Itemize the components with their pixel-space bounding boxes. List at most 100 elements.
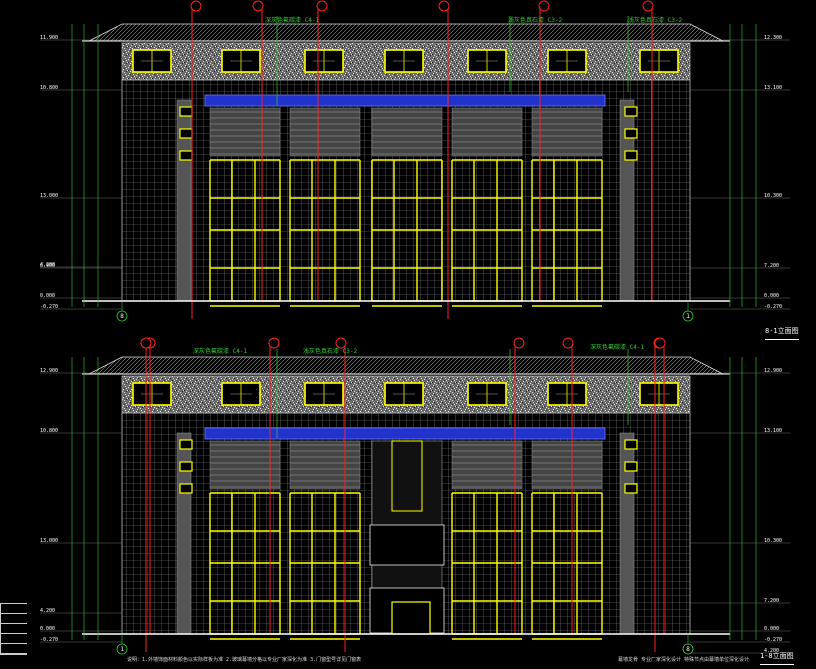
legend-row	[1, 624, 27, 634]
leader-line	[316, 0, 328, 301]
curtain-wall-bay	[289, 107, 361, 307]
parapet-window	[547, 49, 587, 73]
parapet-window	[132, 382, 172, 406]
level-mark-left: 0.000	[40, 626, 55, 632]
parapet-window	[221, 49, 261, 73]
legend-row	[1, 634, 27, 644]
side-window	[624, 483, 638, 494]
svg-text:1: 1	[686, 313, 690, 320]
entrance-core	[369, 440, 445, 635]
side-window	[179, 106, 193, 117]
level-mark-right: 4.200	[764, 648, 779, 654]
side-window	[179, 439, 193, 450]
lower-view-title: 1-8立面图	[760, 651, 794, 665]
cornice-band	[204, 427, 606, 440]
side-window	[624, 150, 638, 161]
level-mark-right: 7.200	[764, 263, 779, 269]
parapet-window	[221, 382, 261, 406]
curtain-wall-bay	[209, 107, 281, 307]
legend-row	[1, 614, 27, 624]
svg-text:1: 1	[120, 646, 124, 653]
leader-line	[140, 337, 152, 634]
lower-note-3: 深灰色氟碳漆 C4-1	[590, 344, 645, 351]
svg-text:8: 8	[686, 646, 690, 653]
level-mark-left: -0.270	[40, 637, 58, 643]
legend-table	[0, 603, 27, 655]
side-window	[179, 483, 193, 494]
legend-row	[1, 604, 27, 614]
curtain-wall-bay	[531, 440, 603, 640]
parapet-window	[467, 382, 507, 406]
leader-line	[513, 337, 525, 634]
lower-note-2: 浅灰色真石漆 C3-2	[303, 348, 358, 355]
lower-note-1: 深灰色氟碳漆 C4-1	[193, 348, 248, 355]
side-window	[179, 150, 193, 161]
lower-bottom-notes: 说明：1.外墙饰面材料颜色以实际样板为准 2.玻璃幕墙分格以专业厂家深化为准 3…	[127, 657, 362, 663]
side-window	[624, 128, 638, 139]
svg-text:8: 8	[120, 313, 124, 320]
level-mark-left: 12.900	[40, 368, 58, 374]
upper-note-2: 浅灰色真石漆 C3-2	[508, 17, 563, 24]
level-mark-right: 10.300	[764, 193, 782, 199]
parapet-window	[384, 49, 424, 73]
leader-line	[438, 0, 450, 319]
parapet-window	[639, 382, 679, 406]
level-mark-right: 0.000	[764, 626, 779, 632]
axis-bubble-right: 8	[682, 634, 694, 655]
level-mark-left: -0.270	[40, 304, 58, 310]
leader-line	[642, 0, 654, 301]
lower-elevation: 12.900 10.800 13.000 4.200 0.000 -0.270 12.900…	[40, 337, 790, 655]
upper-note-1: 深灰色氟碳漆 C4-1	[265, 17, 320, 24]
leader-line	[654, 337, 666, 634]
level-mark-left: 10.800	[40, 428, 58, 434]
lower-bottom-notes-right: 幕墙龙骨 专业厂家深化设计 特殊节点由幕墙单位深化设计	[618, 657, 750, 663]
parapet-window	[547, 382, 587, 406]
level-mark-left: 13.000	[40, 193, 58, 199]
level-mark-right: 10.300	[764, 538, 782, 544]
level-mark-left: 13.000	[40, 538, 58, 544]
legend-row	[1, 644, 27, 654]
level-mark-right: -0.270	[764, 304, 782, 310]
cornice-band	[204, 94, 606, 107]
level-mark-right: 7.200	[764, 598, 779, 604]
level-mark-right: 12.900	[764, 368, 782, 374]
parapet-window	[304, 49, 344, 73]
level-mark-left: 0.000	[40, 293, 55, 299]
leader-line	[268, 337, 280, 634]
level-mark-left: 6.900	[40, 263, 55, 269]
level-mark-left: 11.900	[40, 35, 58, 41]
parapet-window	[384, 382, 424, 406]
leader-line	[335, 337, 347, 652]
level-mark-left: 4.200	[40, 608, 55, 614]
level-mark-right: -0.270	[764, 637, 782, 643]
parapet-window	[639, 49, 679, 73]
side-window	[624, 439, 638, 450]
curtain-wall-bay	[451, 440, 523, 640]
side-window	[624, 106, 638, 117]
level-mark-right: 13.100	[764, 428, 782, 434]
level-mark-left: 10.800	[40, 85, 58, 91]
level-mark-left: 4.200	[40, 262, 55, 268]
level-mark-right: 13.100	[764, 85, 782, 91]
axis-bubble-right: 1	[682, 301, 694, 322]
side-window	[624, 461, 638, 472]
leader-line	[562, 337, 574, 634]
parapet-window	[132, 49, 172, 73]
upper-view-title: 8-1立面图	[765, 326, 799, 340]
leader-line	[252, 0, 264, 301]
parapet-window	[467, 49, 507, 73]
lower-view-title-text: 1-8立面图	[760, 652, 794, 660]
stone-band	[121, 375, 691, 414]
upper-note-3: 浅灰色真石漆 C3-2	[628, 17, 683, 24]
curtain-wall-bay	[209, 440, 281, 640]
leader-line	[190, 0, 202, 319]
level-mark-right: 0.000	[764, 293, 779, 299]
axis-bubble-left: 1	[116, 634, 128, 655]
parapet-window	[304, 382, 344, 406]
axis-bubble-left: 8	[116, 301, 128, 322]
side-window	[179, 461, 193, 472]
curtain-wall-bay	[531, 107, 603, 307]
leader-line	[538, 0, 550, 301]
upper-view-title-text: 8-1立面图	[765, 327, 799, 335]
